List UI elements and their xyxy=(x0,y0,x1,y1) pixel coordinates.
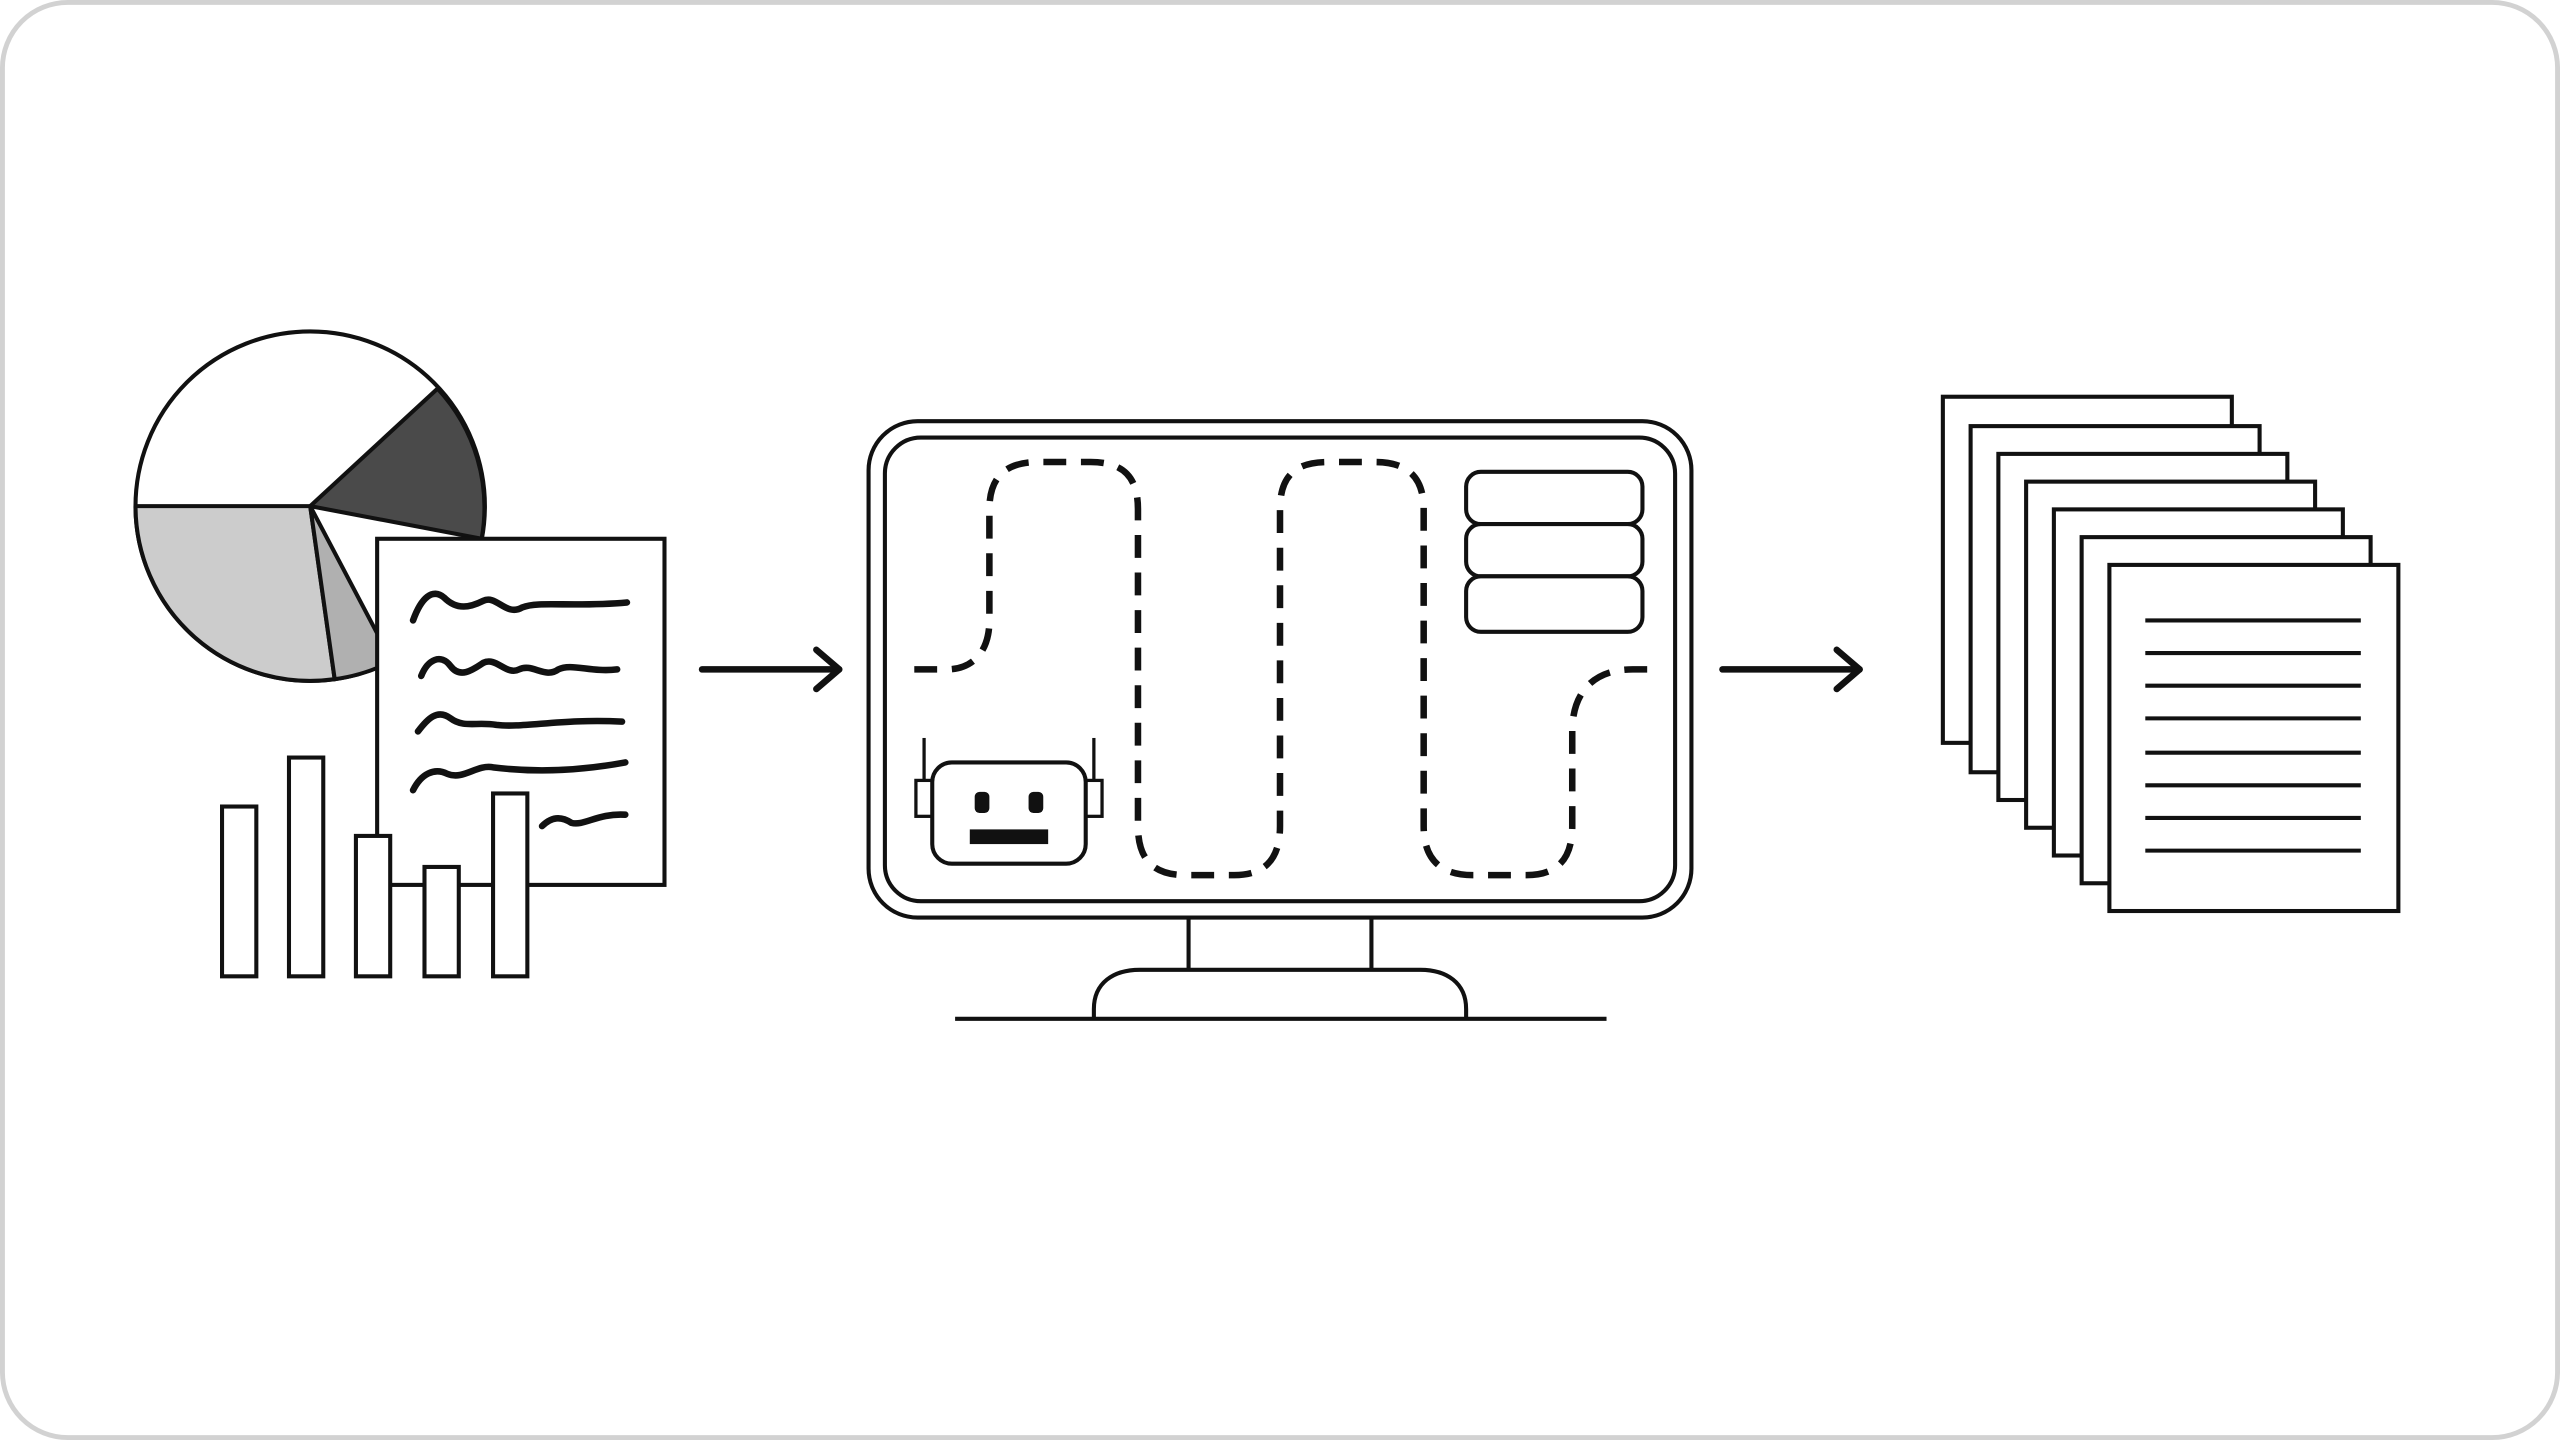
robot-eye xyxy=(1028,791,1044,814)
robot-mouth xyxy=(969,829,1049,845)
scribble-line xyxy=(538,811,629,830)
source-data-group xyxy=(133,329,667,979)
arrow-right-icon xyxy=(698,646,843,693)
scribble-line xyxy=(409,759,629,794)
document-text-lines xyxy=(2145,618,2361,853)
robot-eye xyxy=(974,791,990,814)
monitor-screen xyxy=(882,435,1678,904)
front-document xyxy=(2107,562,2401,914)
bar xyxy=(220,804,259,979)
arrow-right-icon xyxy=(1719,646,1863,693)
scribble-line xyxy=(409,590,631,624)
document-stack-icon xyxy=(1940,394,2401,914)
robot-ear xyxy=(914,778,934,818)
stacked-blocks-icon xyxy=(1464,469,1645,634)
scribble-line xyxy=(417,655,621,680)
robot-ear xyxy=(1084,778,1104,818)
robot-icon xyxy=(914,737,1104,866)
monitor-base xyxy=(1091,967,1469,1019)
bar xyxy=(422,864,461,979)
robot-head xyxy=(930,760,1088,866)
bar xyxy=(353,833,393,979)
bar xyxy=(491,791,530,979)
scribble-line xyxy=(414,711,626,735)
bar xyxy=(286,755,326,979)
pie-slice-light xyxy=(133,504,337,683)
bar-chart-icon xyxy=(220,755,530,979)
pie-slice-dark xyxy=(308,386,487,541)
dashed-path-icon xyxy=(914,458,1649,879)
